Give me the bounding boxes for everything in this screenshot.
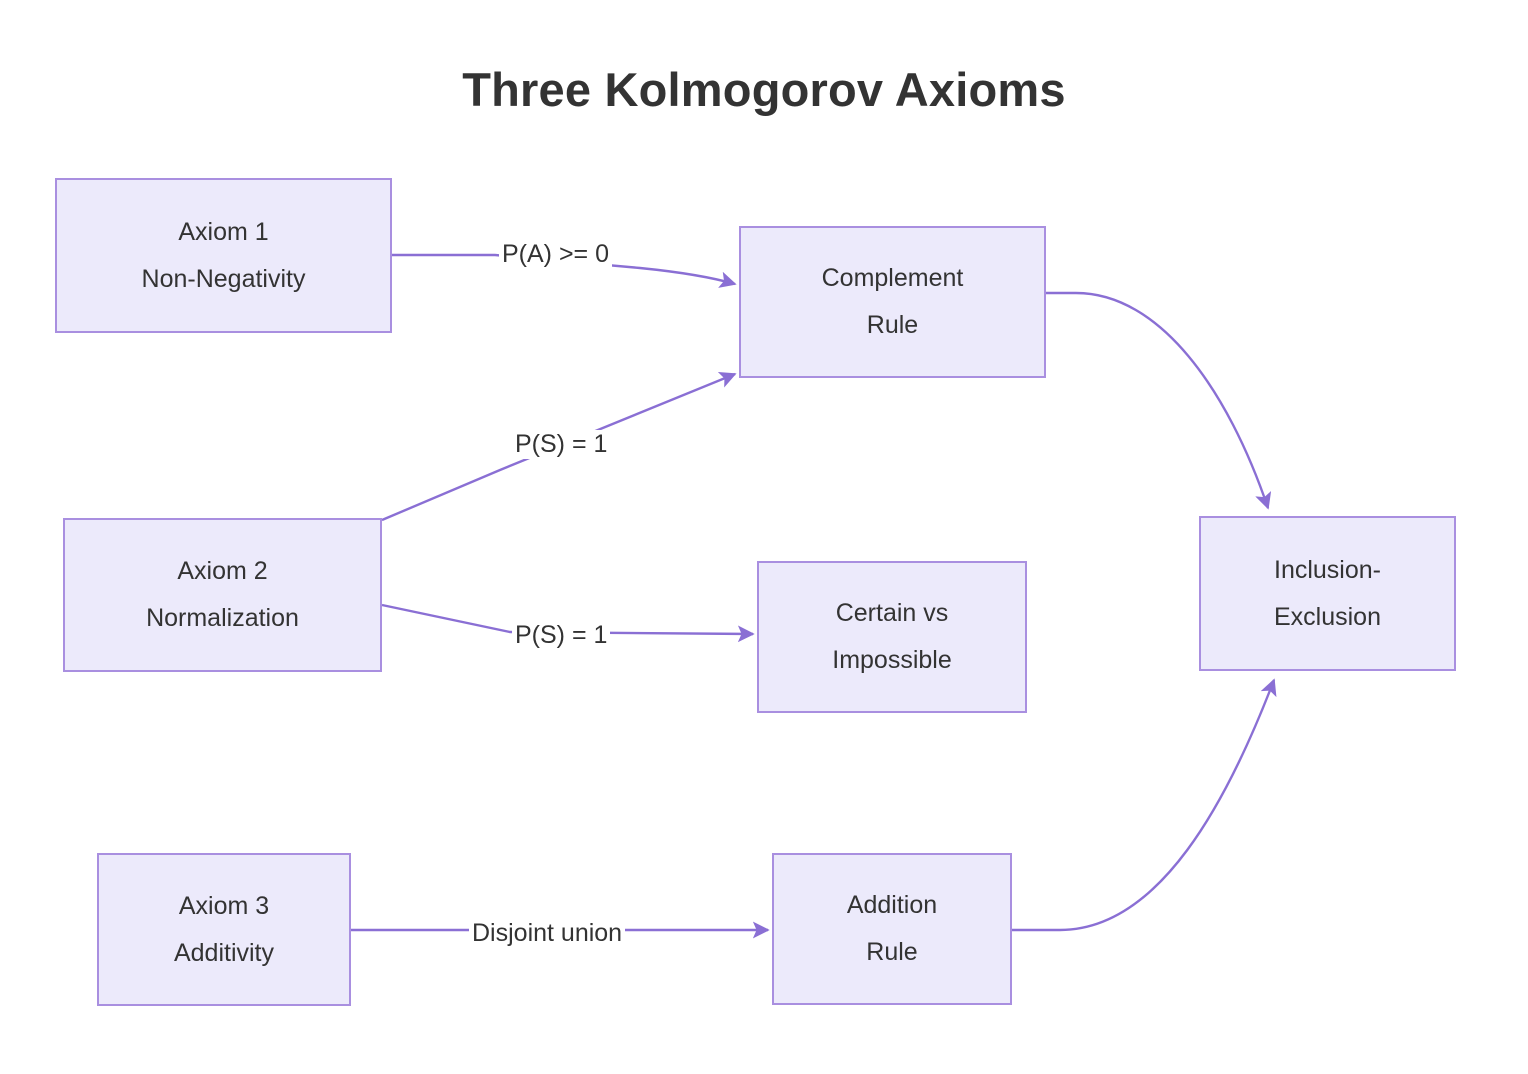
node-label-line-1: Axiom 1	[178, 217, 269, 246]
node-label-line-2: Non-Negativity	[141, 264, 306, 293]
node-label-line-2: Exclusion	[1274, 602, 1381, 631]
node-axiom-1-non-negativity[interactable]: Axiom 1 Non-Negativity	[55, 178, 392, 333]
page-title: Three Kolmogorov Axioms	[462, 63, 1066, 116]
edge-label-axiom3-to-addition: Disjoint union	[469, 919, 626, 948]
node-label-line-1: Complement	[821, 264, 964, 292]
node-label-line-2: Rule	[866, 311, 919, 339]
node-label-line-1: Axiom 3	[178, 891, 270, 920]
edge-label-axiom1-to-complement: P(A) >= 0	[499, 240, 612, 269]
node-label-line-2: Rule	[866, 938, 918, 966]
node-label-line-2: Impossible	[832, 646, 952, 674]
node-axiom-3-additivity[interactable]: Axiom 3 Additivity	[97, 853, 351, 1006]
node-label-line-2: Normalization	[146, 604, 299, 632]
edge-complement-to-inclusion	[1046, 291, 1272, 510]
node-inclusion-exclusion[interactable]: Inclusion- Exclusion	[1199, 516, 1456, 671]
node-certain-vs-impossible[interactable]: Certain vs Impossible	[757, 561, 1027, 713]
node-label-line-1: Axiom 2	[177, 557, 268, 585]
node-axiom-2-normalization[interactable]: Axiom 2 Normalization	[63, 518, 382, 672]
node-label-line-1: Addition	[846, 891, 938, 919]
edge-label-axiom2-to-certain: P(S) = 1	[512, 621, 611, 650]
node-addition-rule[interactable]: Addition Rule	[772, 853, 1012, 1005]
edge-label-axiom2-to-complement: P(S) = 1	[512, 430, 611, 459]
node-label-line-1: Inclusion-	[1274, 555, 1381, 584]
node-label-line-1: Certain vs	[835, 599, 949, 627]
node-label-line-2: Additivity	[173, 938, 275, 967]
edge-addition-to-inclusion	[1012, 678, 1277, 932]
node-complement-rule[interactable]: Complement Rule	[739, 226, 1046, 378]
